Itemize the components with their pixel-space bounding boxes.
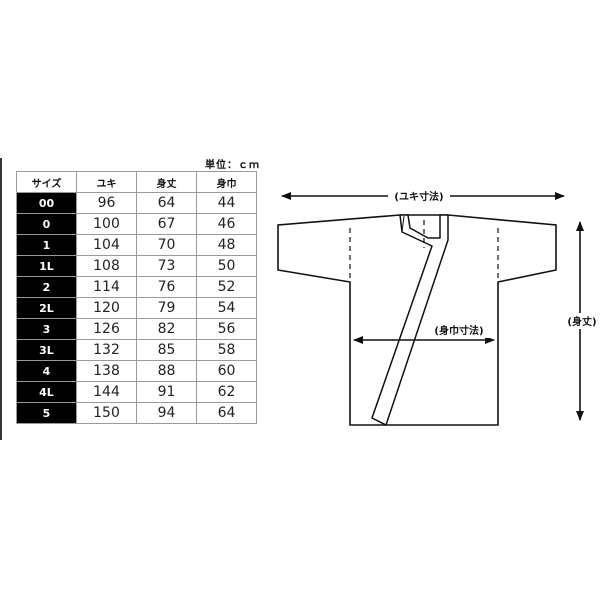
mihaba-label: (身巾寸法) bbox=[434, 324, 483, 337]
size-cell: 5 bbox=[16, 402, 77, 424]
mitake-cell: 82 bbox=[136, 318, 197, 340]
size-cell: 4 bbox=[16, 360, 77, 382]
unit-note: 単位：ｃｍ bbox=[205, 160, 260, 171]
size-cell: 2L bbox=[16, 297, 77, 319]
yuki-cell: 144 bbox=[76, 381, 137, 403]
mitake-cell: 88 bbox=[136, 360, 197, 382]
yuki-cell: 126 bbox=[76, 318, 137, 340]
header-mitake: 身丈 bbox=[136, 171, 197, 193]
header-yuki: ユキ bbox=[76, 171, 137, 193]
size-cell: 1L bbox=[16, 255, 77, 277]
size-cell: 2 bbox=[16, 276, 77, 298]
yuki-cell: 104 bbox=[76, 234, 137, 256]
size-cell: 3L bbox=[16, 339, 77, 361]
left-divider-line bbox=[0, 158, 2, 440]
mitake-cell: 79 bbox=[136, 297, 197, 319]
mihaba-label-bg bbox=[428, 322, 490, 338]
size-cell: 0 bbox=[16, 213, 77, 235]
jacket-collar bbox=[371, 214, 449, 426]
jacket-collar-inner bbox=[401, 215, 405, 233]
mihaba-cell: 48 bbox=[196, 234, 257, 256]
mitake-cell: 67 bbox=[136, 213, 197, 235]
mitake-label-bg bbox=[566, 313, 598, 329]
yuki-cell: 96 bbox=[76, 192, 137, 214]
yuki-label-bg bbox=[388, 188, 450, 204]
size-cell: 1 bbox=[16, 234, 77, 256]
yuki-cell: 150 bbox=[76, 402, 137, 424]
yuki-label: (ユキ寸法) bbox=[394, 190, 443, 203]
mihaba-cell: 60 bbox=[196, 360, 257, 382]
mitake-label: (身丈) bbox=[567, 315, 596, 328]
yuki-cell: 114 bbox=[76, 276, 137, 298]
mihaba-cell: 64 bbox=[196, 402, 257, 424]
table-header-row: サイズ ユキ 身丈 身巾 bbox=[16, 171, 257, 193]
jacket-outline bbox=[277, 214, 557, 426]
header-size: サイズ bbox=[16, 171, 77, 193]
mitake-cell: 94 bbox=[136, 402, 197, 424]
